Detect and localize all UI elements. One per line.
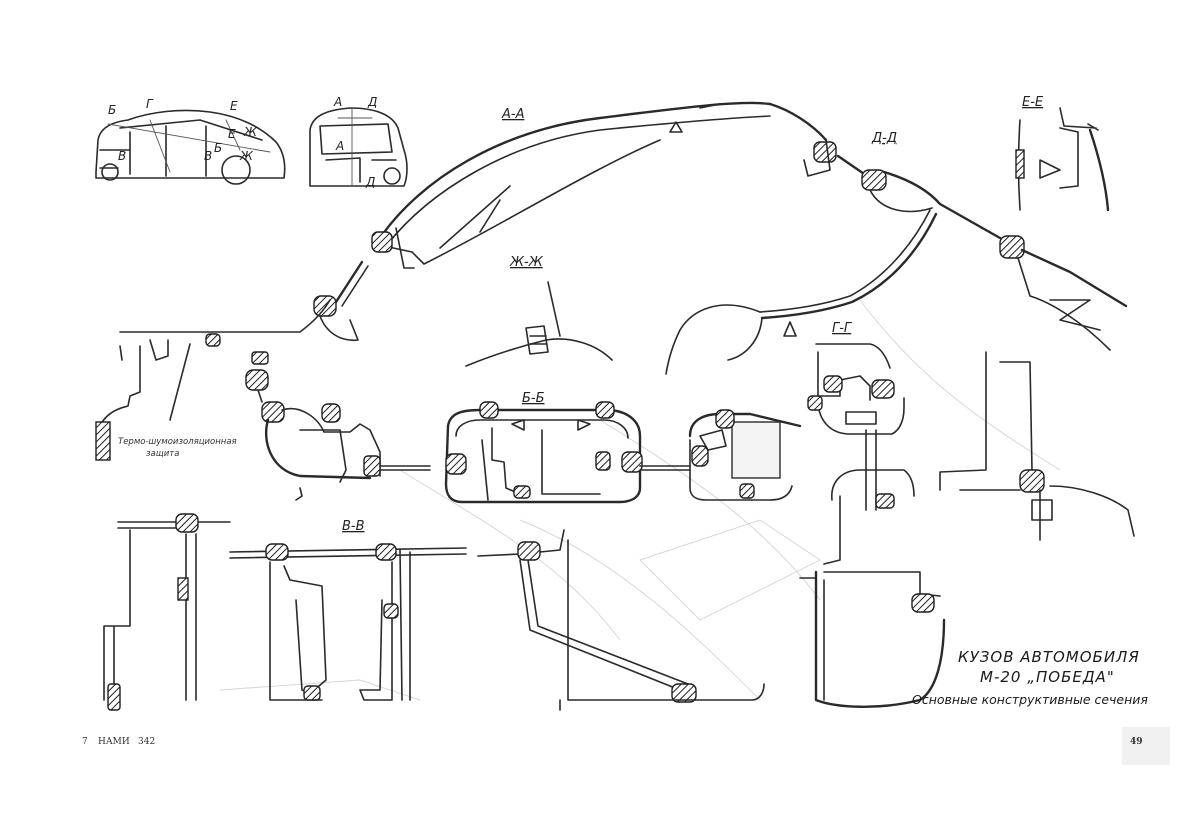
footer: 7 НАМИ 342 49	[82, 737, 1143, 747]
seal-b1	[261, 401, 285, 423]
mark-v2: В	[204, 149, 212, 163]
seal-b8	[445, 453, 467, 475]
mark-e2: Е	[228, 127, 236, 141]
seal-b3	[363, 455, 381, 477]
seal-left3	[245, 369, 269, 391]
seal-v8	[517, 541, 541, 561]
mark-a2: А	[335, 139, 344, 153]
seal-v9	[671, 683, 697, 703]
section-d-label: Д-Д	[871, 131, 897, 146]
background-ghosting	[219, 299, 1061, 701]
seal-v3	[107, 683, 121, 711]
seal-d3	[999, 235, 1025, 259]
seal-b6	[595, 451, 611, 471]
mark-v: В	[118, 149, 126, 163]
seal-b2	[321, 403, 341, 423]
seal-b12	[691, 445, 709, 467]
mark-b: Б	[108, 103, 116, 117]
seal-b5	[595, 401, 615, 419]
left-door-frame: Термо-шумоизоляционная защита	[95, 299, 331, 461]
seal-b10	[715, 409, 735, 429]
seal-b4	[479, 401, 499, 419]
section-g-label: Г-Г	[832, 321, 853, 336]
title-block: КУЗОВ АВТОМОБИЛЯ М-20 „ПОБЕДА" Основные …	[912, 648, 1148, 707]
mark-e: Е	[230, 99, 238, 113]
seal-g5	[911, 593, 935, 613]
section-zh-label: Ж-Ж	[509, 255, 544, 270]
seal-g4	[875, 493, 895, 509]
page-number-box	[1122, 727, 1170, 765]
section-a-a: А-А	[313, 101, 828, 341]
insulation-note-line1: Термо-шумоизоляционная	[118, 437, 237, 447]
overview-car-rear: А Д А Д	[309, 95, 408, 189]
mark-d: Д	[367, 95, 377, 109]
mark-a: А	[333, 95, 342, 109]
footer-code: 342	[138, 737, 155, 747]
seal-v1	[175, 513, 199, 533]
seal-b9	[621, 451, 643, 473]
section-zh-zh: Ж-Ж	[465, 255, 613, 367]
seal-a2	[313, 295, 337, 317]
mark-g: Г	[146, 97, 154, 111]
seal-g2	[871, 379, 895, 399]
seal-r1	[1019, 469, 1045, 493]
mark-b2: Б	[214, 141, 222, 155]
insulation-note-line2: защита	[146, 449, 179, 459]
mark-d2: Д	[365, 175, 375, 189]
seal-v5	[375, 543, 397, 561]
seal-g1	[823, 375, 843, 393]
mark-zh: Ж	[243, 125, 258, 139]
seal-b11	[739, 483, 755, 499]
right-rear-assembly	[939, 351, 1135, 541]
section-v-v: В-В	[103, 513, 765, 711]
section-v-label: В-В	[342, 519, 365, 534]
seal-g3	[807, 395, 823, 411]
section-b-b: Б-Б	[261, 391, 802, 504]
section-g-g: Г-Г	[799, 321, 946, 708]
seal-d1	[813, 141, 837, 163]
door-pocket	[731, 421, 781, 479]
seal-d2	[861, 169, 887, 191]
seal-a1	[371, 231, 393, 253]
seal-left2	[251, 351, 269, 365]
section-e-e: Е-Е	[1015, 95, 1110, 212]
seal-v4	[265, 543, 289, 561]
section-e-label: Е-Е	[1022, 95, 1044, 110]
seal-v7	[383, 603, 399, 619]
title-line2: М-20 „ПОБЕДА"	[980, 668, 1115, 686]
footer-left-num: 7	[82, 737, 88, 747]
insulation-block	[95, 421, 111, 461]
footer-page-number: 49	[1130, 737, 1143, 747]
section-b-label: Б-Б	[522, 391, 545, 406]
seal-b7	[513, 485, 531, 499]
section-d-d: Д-Д	[665, 131, 1128, 375]
subtitle: Основные конструктивные сечения	[912, 692, 1148, 707]
section-a-label: А-А	[501, 107, 524, 122]
seal-v2	[177, 577, 189, 601]
overview-car-side: Б Г Е Е Ж В В Б Ж	[95, 97, 286, 185]
seal-v6	[303, 685, 321, 701]
seal-e1	[1015, 149, 1025, 179]
footer-publisher: НАМИ	[98, 737, 130, 747]
mark-zh2: Ж	[239, 149, 254, 163]
title-line1: КУЗОВ АВТОМОБИЛЯ	[958, 648, 1140, 666]
seal-left1	[205, 333, 221, 347]
